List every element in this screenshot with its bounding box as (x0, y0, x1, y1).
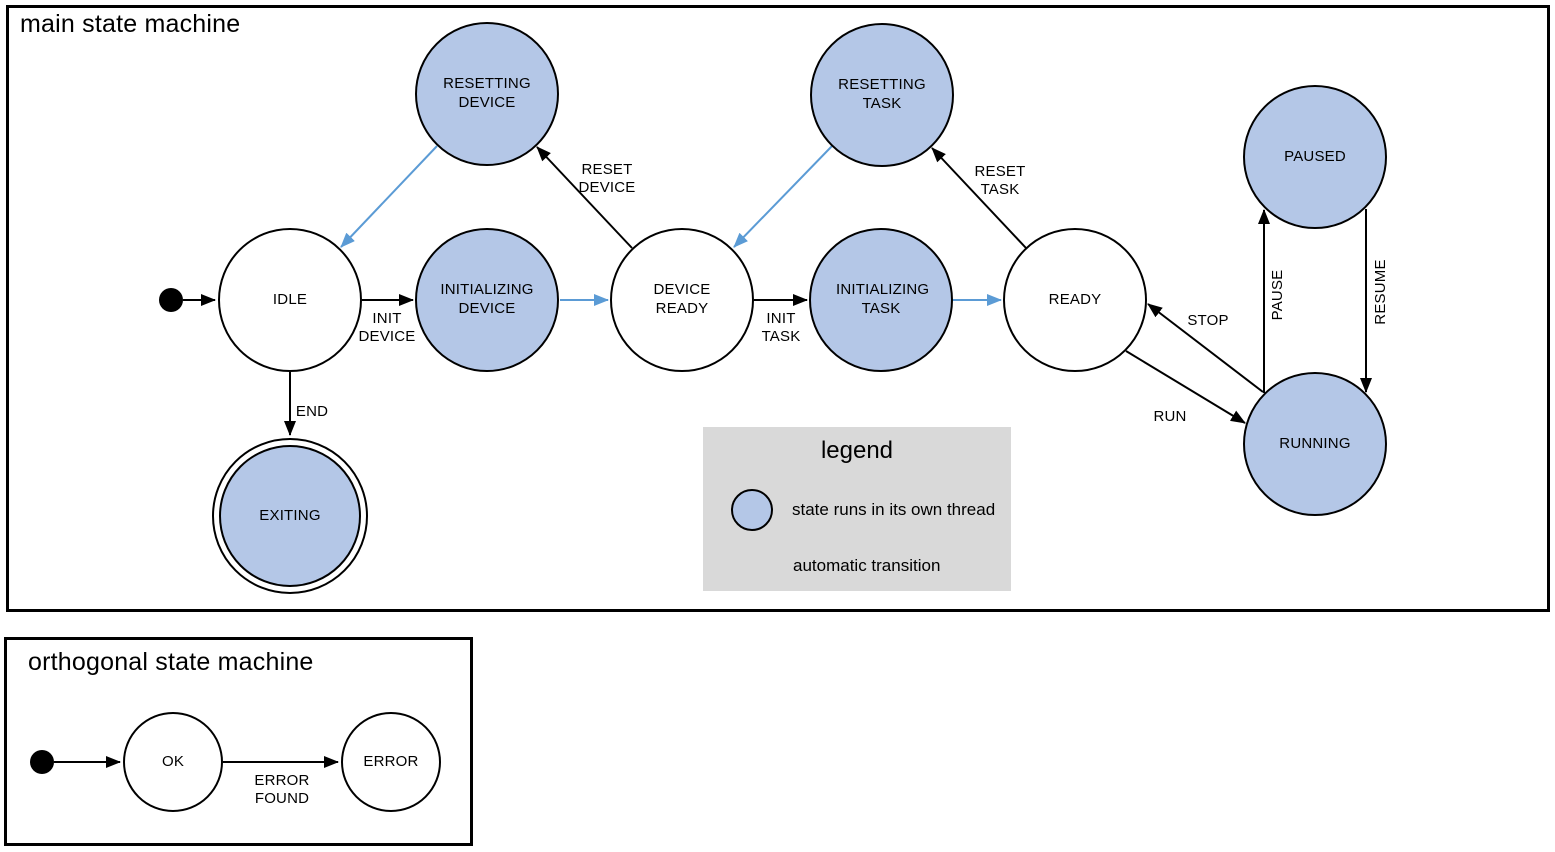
transition-label-reset-device: RESET DEVICE (578, 161, 636, 196)
state-error: ERROR (341, 712, 441, 812)
transition-label-stop: STOP (1187, 312, 1229, 329)
state-running: RUNNING (1243, 372, 1387, 516)
state-error-label: ERROR (363, 752, 419, 770)
legend-thread-item-label: state runs in its own thread (792, 500, 996, 519)
state-ready: READY (1003, 228, 1147, 372)
legend-title: legend (820, 437, 894, 464)
state-exiting: EXITING (219, 445, 361, 587)
transition-label-init-task: INIT TASK (761, 310, 801, 345)
state-initializing-device: INITIALIZING DEVICE (415, 228, 559, 372)
transition-label-init-device: INIT DEVICE (358, 310, 416, 345)
main-state-machine-title: main state machine (20, 10, 241, 38)
state-running-label: RUNNING (1279, 434, 1351, 452)
state-paused-label: PAUSED (1284, 147, 1346, 165)
transition-label-pause: PAUSE (1269, 269, 1286, 321)
state-idle: IDLE (218, 228, 362, 372)
state-idle-label: IDLE (272, 290, 308, 308)
state-ok-label: OK (161, 752, 185, 770)
initial-state-dot-orthogonal (30, 750, 54, 774)
state-device-ready: DEVICE READY (610, 228, 754, 372)
initial-state-dot-main (159, 288, 183, 312)
state-initializing-task: INITIALIZING TASK (809, 228, 953, 372)
state-resetting-device: RESETTING DEVICE (415, 22, 559, 166)
orthogonal-state-machine-title: orthogonal state machine (28, 648, 314, 676)
state-exiting-label: EXITING (259, 506, 321, 524)
state-initializing-device-label: INITIALIZING DEVICE (440, 281, 534, 317)
transition-label-reset-task: RESET TASK (974, 163, 1026, 198)
state-resetting-task: RESETTING TASK (810, 23, 954, 167)
state-resetting-device-label: RESETTING DEVICE (443, 75, 531, 111)
state-ready-label: READY (1048, 290, 1102, 308)
transition-label-resume: RESUME (1372, 259, 1389, 325)
state-device-ready-label: DEVICE READY (653, 281, 711, 317)
state-resetting-task-label: RESETTING TASK (838, 76, 926, 112)
state-initializing-task-label: INITIALIZING TASK (836, 281, 930, 317)
legend-thread-state-swatch (731, 489, 773, 531)
transition-label-error-found: ERROR FOUND (254, 772, 310, 807)
state-ok: OK (123, 712, 223, 812)
transition-label-run: RUN (1153, 408, 1187, 425)
legend-auto-item-label: automatic transition (793, 556, 941, 575)
state-paused: PAUSED (1243, 85, 1387, 229)
transition-label-end: END (295, 403, 329, 420)
